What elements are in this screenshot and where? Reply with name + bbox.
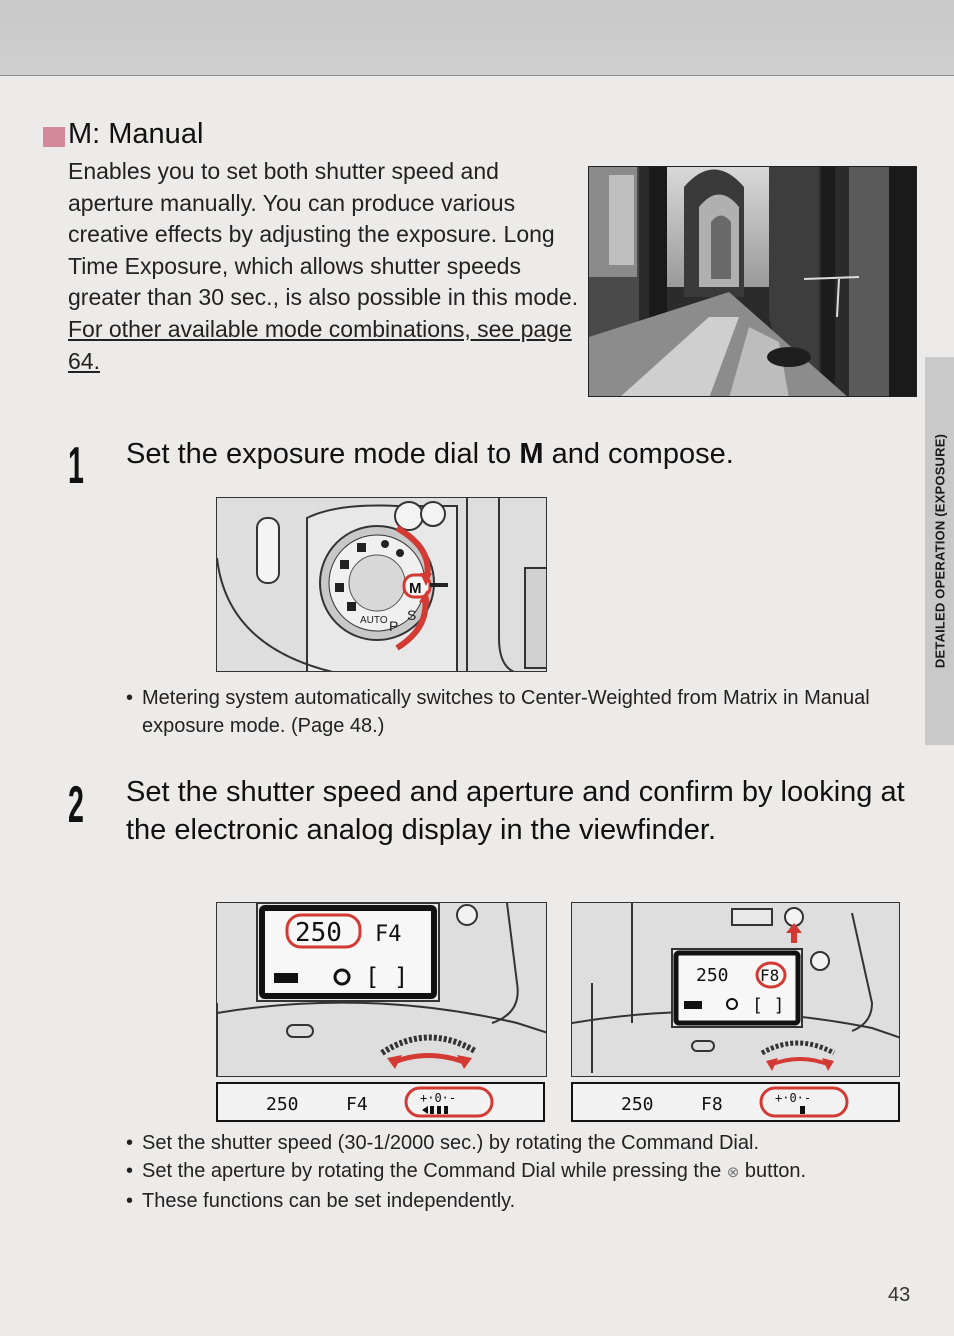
lcd-left-shutter: 250 <box>295 918 342 948</box>
vf-left-scale: +·0·- <box>420 1091 456 1105</box>
dial-label-p: P <box>389 618 398 634</box>
step-2-number: 2 <box>68 776 84 834</box>
step-1-heading: Set the exposure mode dial to M and comp… <box>126 435 734 473</box>
svg-text:[ ]: [ ] <box>365 963 408 991</box>
step-2-note-independent: These functions can be set independently… <box>126 1187 916 1215</box>
section-marker <box>43 127 65 147</box>
vf-right-scale: +·0·- <box>775 1091 811 1105</box>
dial-label-m: M <box>409 580 422 597</box>
step-2-note-shutter: Set the shutter speed (30-1/2000 sec.) b… <box>126 1129 916 1157</box>
step-1-note: Metering system automatically switches t… <box>126 684 916 740</box>
page-number: 43 <box>888 1284 911 1306</box>
mode-dial-illustration: P S AUTO M <box>216 497 547 672</box>
section-title: M: Manual <box>68 118 204 150</box>
svg-text:[ ]: [ ] <box>752 995 785 1016</box>
lcd-right-shutter: 250 <box>696 965 729 986</box>
vf-right-aperture: F8 <box>701 1094 723 1115</box>
step-2-heading: Set the shutter speed and aperture and c… <box>126 776 905 846</box>
lcd-left-illustration: 250 F4 [ ] <box>216 902 547 1077</box>
step-1-heading-post: and compose. <box>543 438 734 470</box>
intro-text: Enables you to set both shutter speed an… <box>68 156 580 377</box>
step-2-notes: Set the shutter speed (30-1/2000 sec.) b… <box>126 1129 916 1215</box>
lcd-right-illustration: 250 F8 [ ] <box>571 902 900 1077</box>
side-tab: DETAILED OPERATION (EXPOSURE) <box>925 357 954 745</box>
aperture-button-icon: ⊗ <box>726 1164 740 1181</box>
arcade-photo <box>588 166 917 397</box>
viewfinder-display-right: 250 F8 +·0·- <box>571 1082 900 1122</box>
note-aperture-pre: Set the aperture by rotating the Command… <box>142 1160 727 1182</box>
lcd-right-aperture: F8 <box>760 966 779 985</box>
mode-combinations-link[interactable]: For other available mode combinations, s… <box>68 315 572 374</box>
vf-left-aperture: F4 <box>346 1094 368 1115</box>
side-tab-label: DETAILED OPERATION (EXPOSURE) <box>932 433 947 669</box>
viewfinder-display-left: 250 F4 +·0·- <box>216 1082 545 1122</box>
step-1-heading-bold: M <box>519 438 544 470</box>
vf-right-shutter: 250 <box>621 1094 654 1115</box>
lcd-left-aperture: F4 <box>375 922 402 947</box>
vf-left-shutter: 250 <box>266 1094 299 1115</box>
step-2-note-aperture: Set the aperture by rotating the Command… <box>126 1157 916 1187</box>
step-1-heading-pre: Set the exposure mode dial to <box>126 438 520 470</box>
step-1-notes: Metering system automatically switches t… <box>126 684 916 740</box>
step-1-number: 1 <box>68 437 84 495</box>
dial-label-s: S <box>407 607 416 623</box>
note-aperture-post: button. <box>739 1160 807 1182</box>
dial-label-auto: AUTO <box>360 615 388 626</box>
top-band <box>0 0 954 76</box>
intro-paragraph: Enables you to set both shutter speed an… <box>68 158 579 311</box>
